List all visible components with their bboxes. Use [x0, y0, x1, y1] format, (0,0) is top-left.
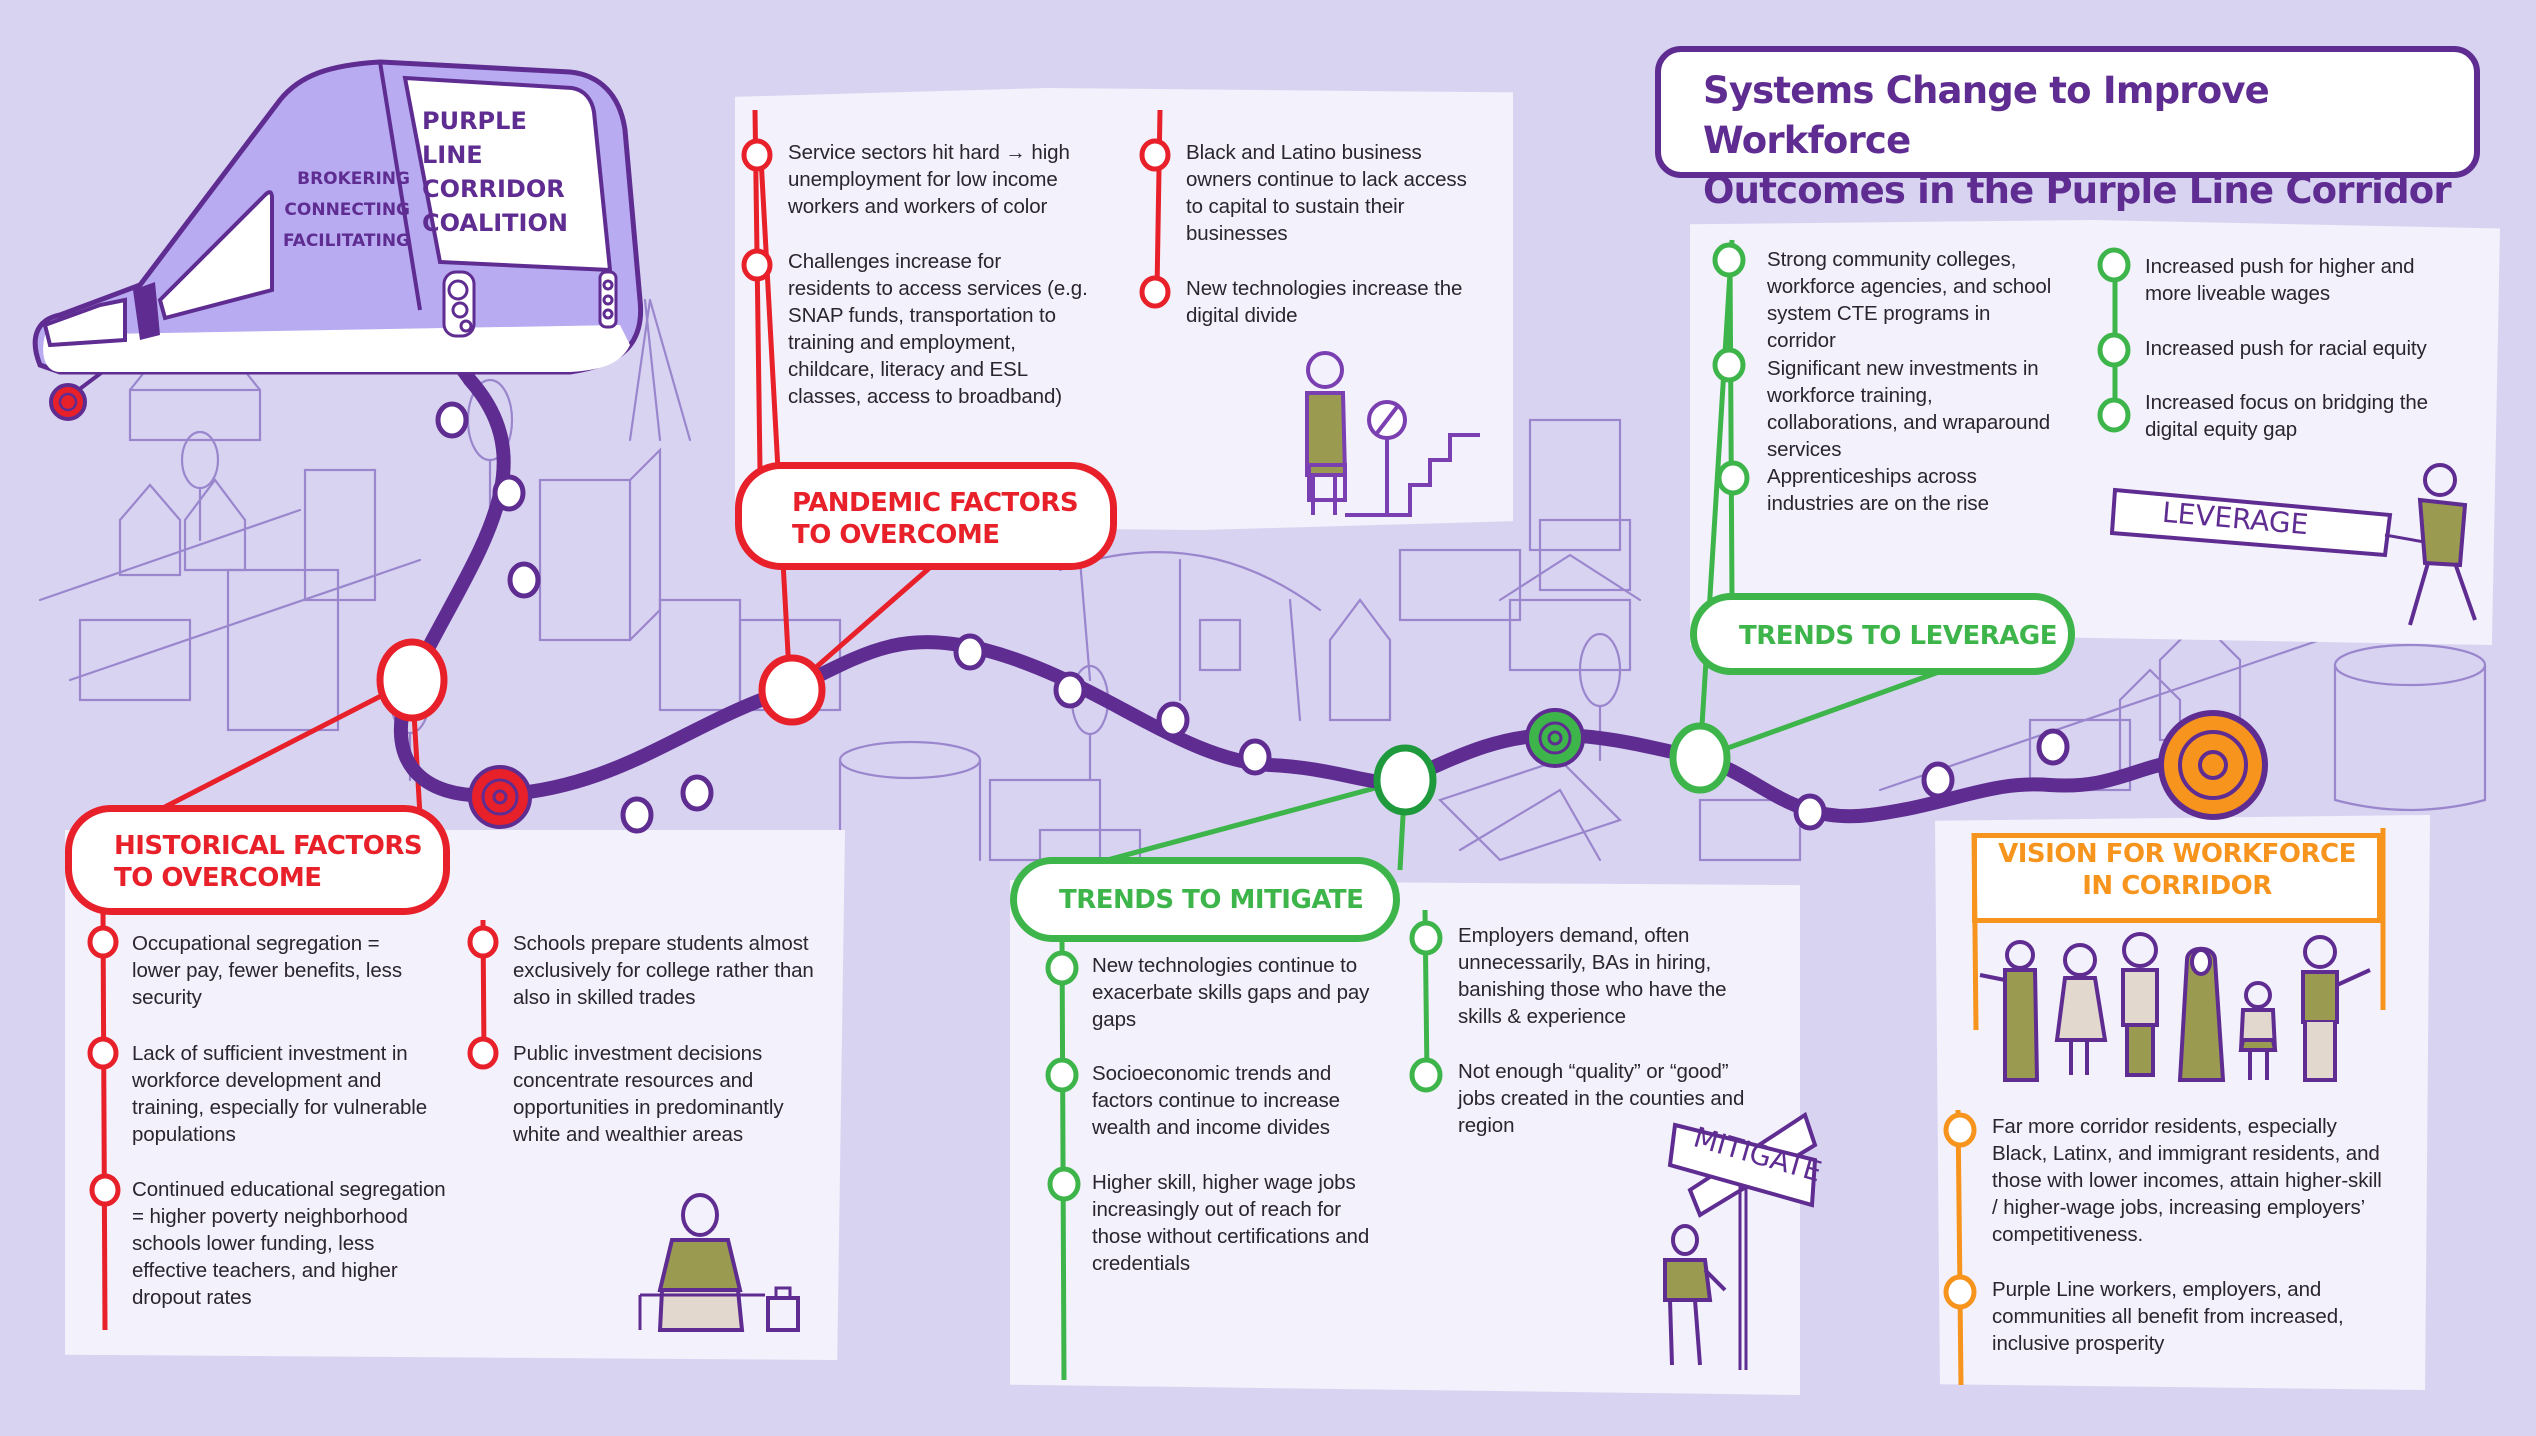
train-illustration: [32, 59, 644, 375]
mitigate-station-icon: [1373, 744, 1437, 816]
vision-banner: [1972, 833, 2382, 923]
train-name: PURPLE LINE CORRIDOR COALITION: [422, 104, 568, 240]
bullet-icon: [1045, 950, 1079, 986]
bullet-icon: [87, 1036, 119, 1070]
vision-item: Purple Line workers, employers, and comm…: [1992, 1278, 2344, 1355]
vision-destination-station-icon: [2158, 710, 2268, 820]
mitigate-item: Socioeconomic trends and factors continu…: [1092, 1062, 1340, 1139]
historical-item: Schools prepare students almost exclusiv…: [513, 932, 814, 1009]
page-title: Systems Change to Improve Workforce Outc…: [1655, 46, 2480, 212]
leverage-sign-figure-icon: [2110, 463, 2477, 626]
mitigate-signpost-figure-icon: [1663, 1111, 1818, 1370]
bullet-icon: [87, 925, 119, 959]
historical-item: Continued educational segregation = high…: [132, 1178, 446, 1309]
bullet-icon: [1409, 1057, 1443, 1093]
historical-item: Public investment decisions concentrate …: [513, 1042, 784, 1146]
bullet-icon: [1139, 275, 1171, 309]
mitigate-item: New technologies continue to exacerbate …: [1092, 954, 1370, 1031]
mitigate-heading: TRENDS TO MITIGATE: [1010, 857, 1400, 942]
pandemic-heading: PANDEMIC FACTORS TO OVERCOME: [735, 462, 1117, 570]
leverage-item: Increased focus on bridging the digital …: [2145, 391, 2428, 441]
leverage-panel: [1690, 220, 2500, 645]
leverage-heading: TRENDS TO LEVERAGE: [1690, 593, 2075, 675]
leverage-item: Increased push for higher and more livea…: [2145, 255, 2415, 305]
heading-line: PANDEMIC FACTORS: [792, 488, 1079, 518]
building-sketch-icon: [838, 418, 1802, 902]
train-name-line: LINE: [422, 141, 483, 169]
pandemic-item: Challenges increase for residents to acc…: [788, 250, 1088, 408]
heading-line: TRENDS TO MITIGATE: [1059, 885, 1364, 915]
pandemic-item: New technologies increase the digital di…: [1186, 277, 1463, 327]
pandemic-panel: [735, 88, 1513, 530]
heading-line: TO OVERCOME: [114, 863, 322, 893]
train-name-line: PURPLE: [422, 107, 527, 135]
bullet-icon: [1409, 920, 1443, 956]
bullet-icon: [1047, 1166, 1081, 1202]
headlights-icon: [442, 270, 618, 338]
bullet-icon: [467, 925, 499, 959]
historical-heading: HISTORICAL FACTORS TO OVERCOME: [65, 805, 450, 915]
building-sketch-icon: [78, 298, 842, 732]
bullet-icon: [1139, 138, 1171, 172]
bullet-icon: [1943, 1274, 1977, 1310]
historical-item: Lack of sufficient investment in workfor…: [132, 1042, 428, 1146]
leverage-item: Apprenticeships across industries are on…: [1767, 465, 1989, 515]
minor-station-icon: [435, 401, 2070, 834]
train-name-line: COALITION: [422, 209, 568, 237]
mitigate-item: Not enough “quality” or “good” jobs crea…: [1458, 1060, 1745, 1137]
train-windshield: [402, 75, 613, 273]
bullet-icon: [1712, 242, 1746, 278]
heading-line: VISION FOR WORKFORCE: [1998, 839, 2356, 869]
house-sketch-icon: [38, 478, 422, 682]
leverage-station-icon: [1669, 722, 1731, 794]
bullet-icon: [1712, 347, 1746, 383]
vision-heading: VISION FOR WORKFORCE IN CORRIDOR: [1972, 838, 2382, 902]
bullet-icon: [2097, 332, 2131, 368]
leverage-item: Strong community colleges, workforce age…: [1767, 248, 2052, 352]
blocked-stairs-figure-icon: [1305, 351, 1480, 517]
title-line-1: Systems Change to Improve Workforce: [1703, 69, 2270, 162]
mitigate-item: Employers demand, often unnecessarily, B…: [1458, 924, 1727, 1028]
heading-line: IN CORRIDOR: [2082, 871, 2272, 901]
pandemic-station-icon: [758, 654, 826, 726]
role-connecting: CONNECTING: [284, 200, 410, 220]
green-target-station-icon: [1525, 708, 1585, 768]
red-target-station-icon: [468, 765, 532, 829]
bullet-icon: [741, 138, 773, 172]
heading-line: HISTORICAL FACTORS: [114, 831, 423, 861]
mitigate-item: Higher skill, higher wage jobs increasin…: [1092, 1171, 1370, 1275]
leverage-item: Significant new investments in workforce…: [1767, 357, 2051, 461]
bullet-icon: [89, 1173, 121, 1207]
pandemic-item: Black and Latino business owners continu…: [1186, 141, 1467, 245]
bullet-icon: [2097, 247, 2131, 283]
title-line-2: Outcomes in the Purple Line Corridor: [1703, 169, 2452, 212]
heading-line: TRENDS TO LEVERAGE: [1739, 621, 2057, 651]
bullet-icon: [741, 248, 773, 282]
bullet-icon: [467, 1036, 499, 1070]
vision-item: Far more corridor residents, especially …: [1992, 1115, 2382, 1246]
bullet-icon: [1045, 1057, 1079, 1093]
historical-item: Occupational segregation = lower pay, fe…: [132, 932, 402, 1009]
diverse-people-group-icon: [1979, 932, 2371, 1082]
train-name-line: CORRIDOR: [422, 175, 565, 203]
pandemic-item: Service sectors hit hard → high unemploy…: [788, 141, 1070, 218]
heading-line: TO OVERCOME: [792, 520, 1000, 550]
bullet-icon: [1943, 1112, 1977, 1148]
bullet-icon: [1716, 460, 1750, 496]
sitting-person-figure-icon: [638, 1193, 800, 1332]
role-facilitating: FACILITATING: [283, 231, 410, 251]
train-roles: BROKERING CONNECTING FACILITATING: [282, 164, 410, 257]
bullet-icon: [2097, 397, 2131, 433]
leverage-item: Increased push for racial equity: [2145, 337, 2427, 360]
historical-station-icon: [376, 638, 448, 722]
role-brokering: BROKERING: [297, 169, 410, 189]
start-station-icon: [49, 383, 87, 421]
